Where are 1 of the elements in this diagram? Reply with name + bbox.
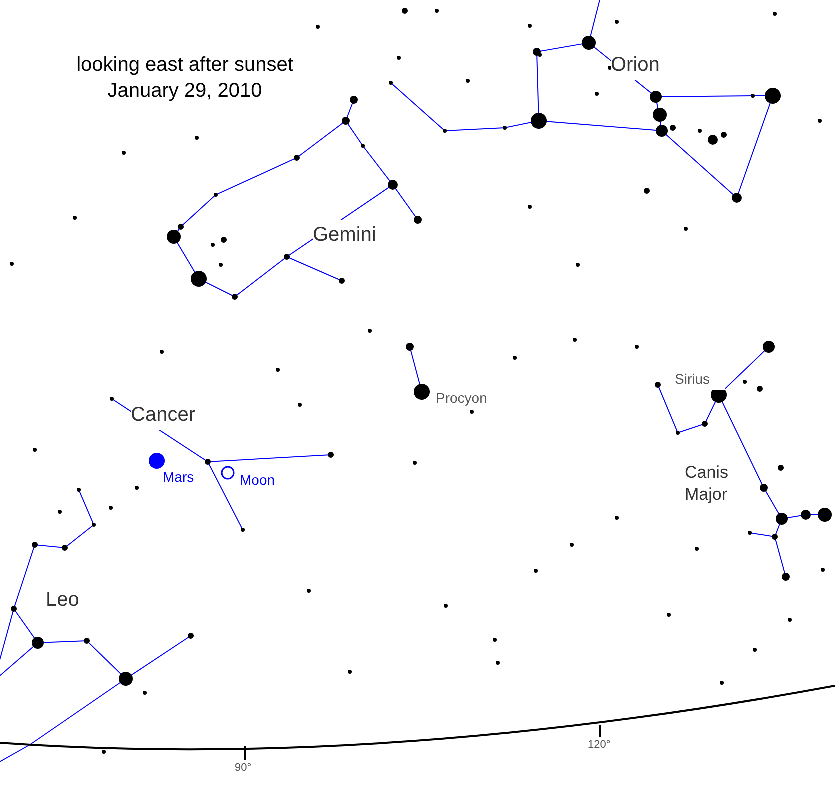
chart-title: looking east after sunset January 29, 2010 [76, 53, 294, 104]
